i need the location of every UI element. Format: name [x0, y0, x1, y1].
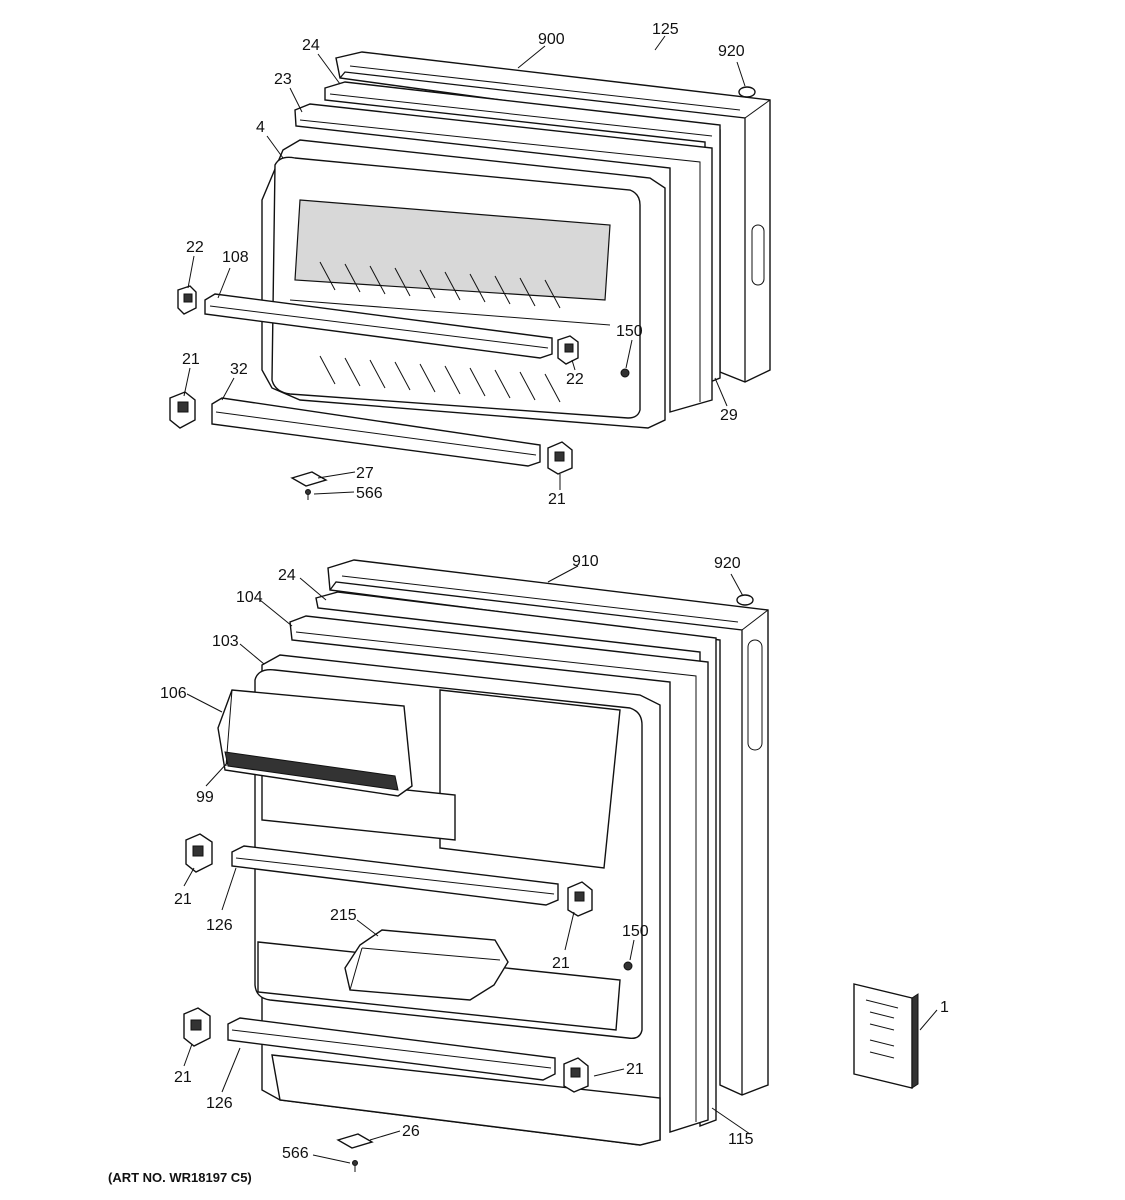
- label-21-b: 21: [552, 955, 570, 972]
- label-99: 99: [196, 789, 214, 806]
- label-920-bottom: 920: [714, 555, 741, 572]
- fresh-food-gasket: [315, 591, 717, 1128]
- label-21-d: 21: [174, 1069, 192, 1086]
- label-22-right: 22: [566, 371, 584, 388]
- shelf-support-22-left: [177, 285, 197, 315]
- label-4: 4: [256, 119, 265, 136]
- label-900: 900: [538, 31, 565, 48]
- plug-920-top: [738, 86, 756, 98]
- egg-bin-215: [344, 929, 509, 1001]
- label-24-top: 24: [302, 37, 320, 54]
- label-27: 27: [356, 465, 374, 482]
- shelf-support-21-right: [547, 441, 573, 475]
- shelf-support-21-bottom-d: [563, 1057, 589, 1093]
- freezer-door-frame: [294, 103, 713, 413]
- dairy-bin-106: [217, 689, 413, 797]
- label-24-bottom: 24: [278, 567, 296, 584]
- label-566-bottom: 566: [282, 1145, 309, 1162]
- art-number-caption: (ART NO. WR18197 C5): [108, 1170, 252, 1185]
- label-21-c: 21: [626, 1061, 644, 1078]
- label-21-top-right: 21: [548, 491, 566, 508]
- label-566-top: 566: [356, 485, 383, 502]
- door-shelf-bar-126-lower: [227, 1017, 556, 1081]
- label-23: 23: [274, 71, 292, 88]
- label-125: 125: [652, 21, 679, 38]
- label-21-a: 21: [174, 891, 192, 908]
- freezer-door-liner: [261, 139, 666, 429]
- door-shelf-bar-126-upper: [231, 845, 559, 906]
- label-21-top-left: 21: [182, 351, 200, 368]
- label-126-a: 126: [206, 917, 233, 934]
- label-215: 215: [330, 907, 357, 924]
- plug-920-bottom: [736, 594, 754, 606]
- label-32: 32: [230, 361, 248, 378]
- screw-150-top: [620, 368, 630, 378]
- owners-manual-booklet: [853, 983, 919, 1089]
- leader-lines: [183, 35, 938, 1164]
- freezer-shelf-bar-32: [211, 397, 541, 467]
- screw-150-bottom: [623, 961, 633, 971]
- label-26: 26: [402, 1123, 420, 1140]
- shelf-support-21-left: [169, 391, 196, 429]
- label-910: 910: [572, 553, 599, 570]
- label-1: 1: [940, 999, 949, 1016]
- label-150-top: 150: [616, 323, 643, 340]
- label-104: 104: [236, 589, 263, 606]
- hinge-27: [290, 471, 328, 500]
- label-108: 108: [222, 249, 249, 266]
- fresh-food-door-frame: [289, 615, 709, 1133]
- shelf-support-22-right: [557, 335, 579, 365]
- label-103: 103: [212, 633, 239, 650]
- shelf-support-21-bottom-a: [185, 833, 213, 873]
- label-150-bottom: 150: [622, 923, 649, 940]
- label-920-top: 920: [718, 43, 745, 60]
- freezer-door-assembly: [169, 51, 771, 500]
- hinge-26: [336, 1133, 374, 1172]
- label-106: 106: [160, 685, 187, 702]
- label-115: 115: [728, 1131, 754, 1148]
- callout-labels: 24 900 125 920 23 4 22 108 150 22 21 32 …: [108, 21, 949, 1185]
- label-29: 29: [720, 407, 738, 424]
- label-22-left: 22: [186, 239, 204, 256]
- fresh-food-door-assembly: [183, 559, 919, 1172]
- freezer-shelf-bar-108: [204, 293, 553, 359]
- shelf-support-21-bottom-b: [567, 881, 593, 917]
- shelf-support-21-bottom-c: [183, 1007, 211, 1047]
- label-126-b: 126: [206, 1095, 233, 1112]
